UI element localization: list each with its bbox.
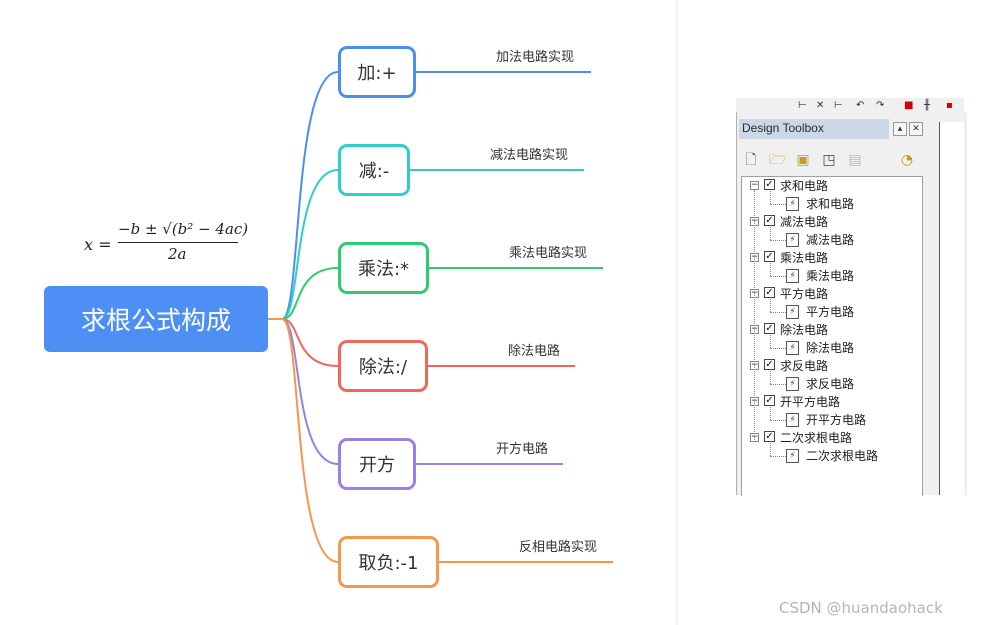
minimize-button[interactable]: ▴ <box>893 122 907 136</box>
leaf-node-negate[interactable]: 反相电路实现 <box>519 540 598 555</box>
formula-lhs: x = <box>84 235 112 254</box>
tree-item-label: 开平方电路 <box>780 395 841 409</box>
clock-folder-icon[interactable]: ◔ <box>900 152 914 168</box>
tree-item-label: 二次求根电路 <box>780 431 853 445</box>
circuit-doc-icon: ⚡ <box>786 341 799 355</box>
leaf-node-divide[interactable]: 除法电路 <box>508 344 561 359</box>
design-toolbox-panel: Design Toolbox ▴ ✕ 🗋 🗁 ▣ ◳ ▤ ◔ −✓求和电路⚡求和… <box>736 112 938 496</box>
tree-connector <box>770 240 786 241</box>
export-icon[interactable]: ◳ <box>822 152 836 168</box>
leaf-node-sqrt[interactable]: 开方电路 <box>496 442 549 457</box>
quadratic-formula: x = −b ± √(b² − 4ac) 2a <box>84 218 248 268</box>
circuit-doc-icon: ⚡ <box>786 305 799 319</box>
save-icon[interactable]: ▣ <box>796 152 810 168</box>
checkbox-icon[interactable]: ✓ <box>764 323 775 334</box>
checkbox-icon[interactable]: ✓ <box>764 179 775 190</box>
tree-connector <box>770 191 771 204</box>
branch-label: 乘法:* <box>357 259 410 280</box>
editor-area <box>939 122 964 495</box>
tree-child-label: 二次求根电路 <box>806 449 879 463</box>
toolbar-strip: ⊢✕⊢ ↶↷■ ╫▪ <box>736 98 964 112</box>
connector-curve <box>268 169 339 320</box>
collapse-toggle-icon[interactable]: − <box>750 180 759 190</box>
branch-node-add[interactable]: 加:+ <box>338 46 416 98</box>
connector-curve <box>268 267 339 320</box>
panel-divider <box>676 0 678 625</box>
branch-node-divide[interactable]: 除法:/ <box>338 340 428 392</box>
tree-child-label: 除法电路 <box>806 341 855 355</box>
tree-item-label: 减法电路 <box>780 215 829 229</box>
tree-child-label: 求反电路 <box>806 377 855 391</box>
tree-item-label: 求和电路 <box>780 179 829 193</box>
formula-numerator: −b ± √(b² − 4ac) <box>118 220 249 238</box>
side-editor-strip <box>937 112 967 495</box>
open-folder-icon[interactable]: 🗁 <box>769 152 787 168</box>
circuit-doc-icon: ⚡ <box>786 197 799 211</box>
toolbox-icon-bar: 🗋 🗁 ▣ ◳ ▤ ◔ <box>743 152 933 172</box>
branch-node-subtract[interactable]: 减:- <box>338 144 410 196</box>
leaf-node-multiply[interactable]: 乘法电路实现 <box>509 246 588 261</box>
toolbox-title: Design Toolbox <box>739 119 889 139</box>
branch-label: 加:+ <box>357 63 397 84</box>
branch-node-multiply[interactable]: 乘法:* <box>338 242 429 294</box>
circuit-doc-icon: ⚡ <box>786 233 799 247</box>
branch-label: 开方 <box>359 455 395 476</box>
tree-connector <box>770 384 786 385</box>
tree-item-label: 求反电路 <box>780 359 829 373</box>
tree-child-label: 乘法电路 <box>806 269 855 283</box>
tree-child-label: 减法电路 <box>806 233 855 247</box>
formula-fraction-bar <box>118 242 238 243</box>
tree-connector <box>770 227 771 240</box>
tree-connector <box>770 204 786 205</box>
tree-child-label: 平方电路 <box>806 305 855 319</box>
branch-node-negate[interactable]: 取负:-1 <box>338 536 439 588</box>
circuit-doc-icon: ⚡ <box>786 449 799 463</box>
new-file-icon[interactable]: 🗋 <box>745 152 757 168</box>
checkbox-icon[interactable]: ✓ <box>764 251 775 262</box>
tree-connector <box>770 276 786 277</box>
tree-connector <box>770 312 786 313</box>
branch-label: 除法:/ <box>358 357 408 378</box>
branch-node-sqrt[interactable]: 开方 <box>338 438 416 490</box>
tree-child-label: 开平方电路 <box>806 413 867 427</box>
branch-label: 取负:-1 <box>358 553 419 574</box>
leaf-node-subtract[interactable]: 减法电路实现 <box>490 148 569 163</box>
root-label: 求根公式构成 <box>80 306 231 335</box>
circuit-doc-icon: ⚡ <box>786 377 799 391</box>
tree-connector <box>754 190 755 442</box>
tree-connector <box>770 263 771 276</box>
branch-label: 减:- <box>358 161 390 182</box>
close-button[interactable]: ✕ <box>909 122 923 136</box>
tree-item-label: 除法电路 <box>780 323 829 337</box>
connector-curve <box>268 318 339 563</box>
tree-connector <box>770 407 771 420</box>
tree-connector <box>770 348 786 349</box>
checkbox-icon[interactable]: ✓ <box>764 359 775 370</box>
tree-connector <box>770 335 771 348</box>
connector-curve <box>268 318 339 465</box>
tree-connector <box>770 420 786 421</box>
disabled-tool-icon: ▤ <box>848 152 862 168</box>
tree-connector <box>770 299 771 312</box>
checkbox-icon[interactable]: ✓ <box>764 215 775 226</box>
tree-connector <box>770 371 771 384</box>
leaf-node-add[interactable]: 加法电路实现 <box>496 50 575 65</box>
connector-curve <box>268 318 339 367</box>
connector-curve <box>268 71 339 320</box>
tree-connector <box>770 456 786 457</box>
tree-connector <box>770 443 771 456</box>
checkbox-icon[interactable]: ✓ <box>764 287 775 298</box>
checkbox-icon[interactable]: ✓ <box>764 395 775 406</box>
tree-item-label: 乘法电路 <box>780 251 829 265</box>
tree-item-label: 平方电路 <box>780 287 829 301</box>
circuit-doc-icon: ⚡ <box>786 413 799 427</box>
watermark: CSDN @huandaohack <box>779 599 943 617</box>
design-tree: −✓求和电路⚡求和电路−✓减法电路⚡减法电路−✓乘法电路⚡乘法电路−✓平方电路⚡… <box>741 176 923 496</box>
checkbox-icon[interactable]: ✓ <box>764 431 775 442</box>
circuit-doc-icon: ⚡ <box>786 269 799 283</box>
tree-child-label: 求和电路 <box>806 197 855 211</box>
formula-denominator: 2a <box>168 245 187 263</box>
mindmap-root-node[interactable]: 求根公式构成 <box>44 286 268 352</box>
